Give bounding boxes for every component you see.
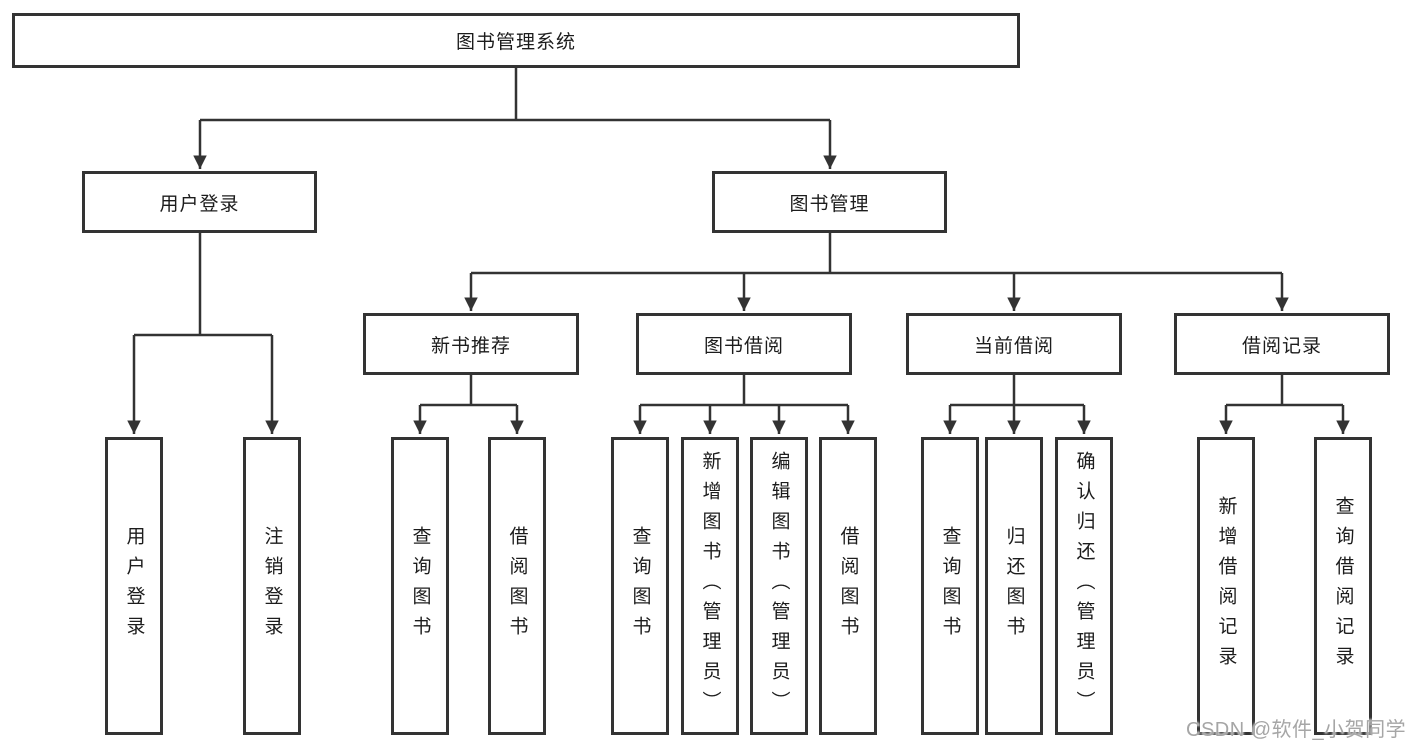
leaf-user-login: 用户登录 [105, 437, 163, 735]
leaf-borrow-query-books: 查询图书 [611, 437, 669, 735]
leaf-current-return-books: 归还图书 [985, 437, 1043, 735]
leaf-recommend-query-books: 查询图书 [391, 437, 449, 735]
leaf-borrow-add-books-admin: 新增图书（管理员） [681, 437, 739, 735]
leaf-recommend-borrow-books: 借阅图书 [488, 437, 546, 735]
leaf-current-confirm-return-admin: 确认归还（管理员） [1055, 437, 1113, 735]
node-current-borrow: 当前借阅 [906, 313, 1122, 375]
node-root: 图书管理系统 [12, 13, 1020, 68]
node-new-book-recommend: 新书推荐 [363, 313, 579, 375]
node-user-login: 用户登录 [82, 171, 317, 233]
leaf-records-add-borrow-record: 新增借阅记录 [1197, 437, 1255, 735]
leaf-current-query-books: 查询图书 [921, 437, 979, 735]
node-book-borrow: 图书借阅 [636, 313, 852, 375]
node-borrow-records: 借阅记录 [1174, 313, 1390, 375]
leaf-logout: 注销登录 [243, 437, 301, 735]
csdn-watermark: CSDN @软件_小贺同学 [1186, 719, 1405, 741]
node-book-management: 图书管理 [712, 171, 947, 233]
leaf-borrow-edit-books-admin: 编辑图书（管理员） [750, 437, 808, 735]
leaf-borrow-borrow-books: 借阅图书 [819, 437, 877, 735]
leaf-records-query-borrow-record: 查询借阅记录 [1314, 437, 1372, 735]
